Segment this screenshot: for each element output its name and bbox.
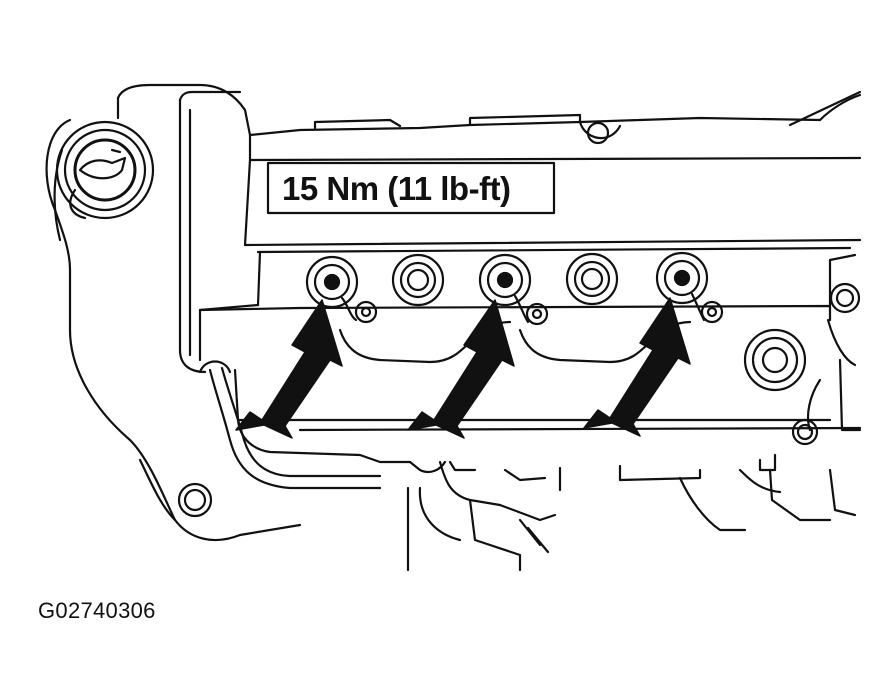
- figure-id: G02740306: [38, 598, 156, 623]
- torque-spec-label: 15 Nm (11 lb-ft): [282, 170, 511, 207]
- bolt-1-icon: [305, 255, 378, 324]
- arrow-1-icon: [235, 299, 343, 439]
- spark-plug-bore-2-icon: [565, 252, 619, 306]
- bolt-3-icon: [655, 251, 724, 324]
- bolt-2-icon: [478, 253, 549, 326]
- valve-cover-top: [248, 116, 822, 162]
- mounting-boss-icon: [177, 482, 213, 518]
- oil-filler-housing: [45, 118, 302, 542]
- torque-label-box: [266, 161, 556, 215]
- breather-tube: [208, 368, 382, 490]
- mounting-flange: [198, 304, 832, 322]
- arrow-2-icon: [407, 299, 515, 439]
- arrow-3-icon: [583, 297, 691, 437]
- oil-filler-cap-icon: [55, 120, 155, 220]
- spark-plug-bore-1-icon: [391, 253, 445, 307]
